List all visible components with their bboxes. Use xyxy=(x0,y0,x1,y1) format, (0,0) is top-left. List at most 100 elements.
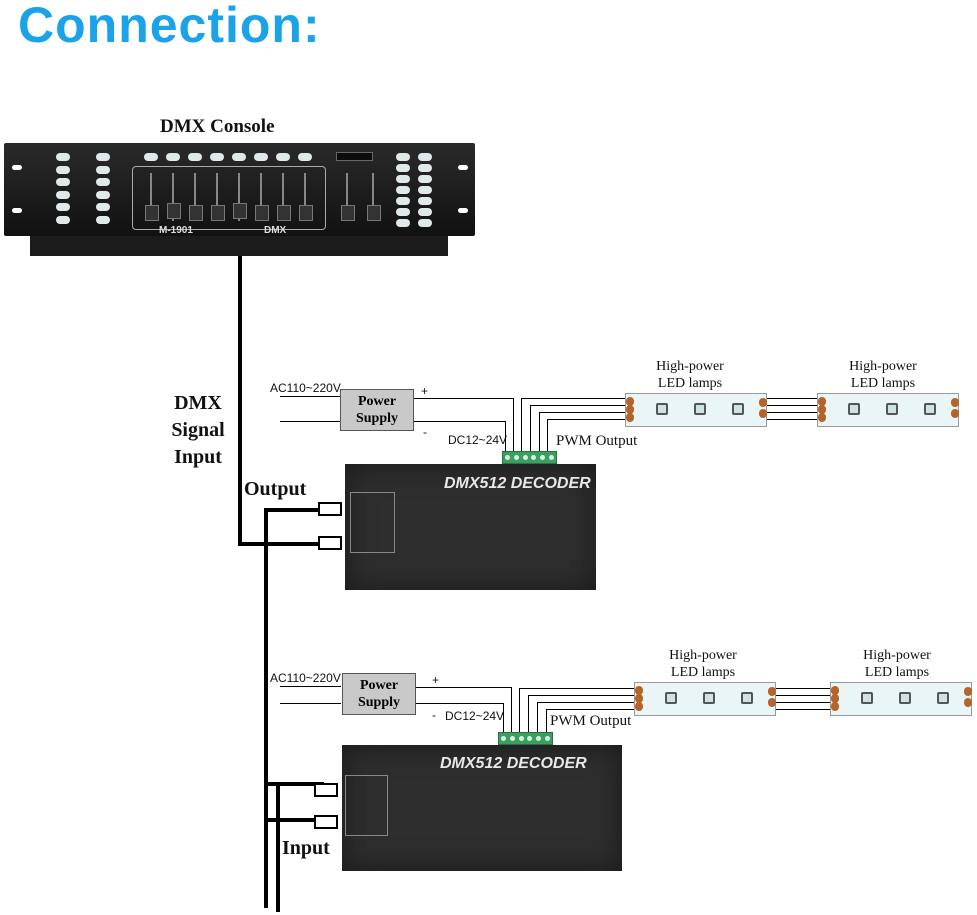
console-button xyxy=(56,165,70,174)
console-button xyxy=(418,153,432,161)
fader-panel xyxy=(132,166,326,230)
psu-label: Power xyxy=(357,394,397,409)
console-base xyxy=(30,236,448,256)
power-wire xyxy=(416,687,512,688)
power-wire xyxy=(503,703,504,733)
console-button xyxy=(418,164,432,172)
power-supply: Power Supply xyxy=(342,673,416,715)
console-button xyxy=(232,153,246,161)
console-button xyxy=(210,153,224,161)
fader-cap xyxy=(189,205,203,221)
led-strip xyxy=(817,393,959,427)
strip-wire xyxy=(776,695,830,696)
power-wire xyxy=(416,703,504,704)
dmx512-decoder xyxy=(345,464,596,590)
rj45-panel xyxy=(350,492,395,553)
console-button xyxy=(144,153,158,161)
console-button xyxy=(96,153,110,161)
console-button xyxy=(276,153,290,161)
rack-hole xyxy=(458,165,468,170)
ac-wire xyxy=(280,396,341,397)
terminal-block xyxy=(498,732,553,745)
fader-track xyxy=(304,173,306,221)
rack-hole xyxy=(458,208,468,213)
rj45-plug xyxy=(318,502,342,516)
lamp-label-line: LED lamps xyxy=(864,665,930,680)
lamp-label-line: LED lamps xyxy=(670,665,736,680)
dmx-cable xyxy=(238,542,322,546)
console-button xyxy=(396,219,410,227)
strip-wire xyxy=(767,398,817,399)
fader-cap xyxy=(233,203,247,219)
console-button xyxy=(56,203,70,211)
strip-wire xyxy=(767,419,817,420)
console-button xyxy=(56,178,70,186)
console-label: DMX Console xyxy=(160,116,275,137)
rj45-plug xyxy=(314,815,338,829)
lamp-label-line: High-power xyxy=(849,359,917,374)
console-button xyxy=(396,153,410,161)
console-model-suffix: DMX xyxy=(264,225,287,236)
minus-sign: - xyxy=(432,708,436,722)
rj45-plug xyxy=(314,783,338,797)
lamp-label-line: High-power xyxy=(656,359,724,374)
fader-cap xyxy=(341,205,355,221)
output-label: Output xyxy=(244,478,307,500)
rj45-panel xyxy=(345,775,388,836)
pwm-wire xyxy=(528,695,634,696)
dmx-cable xyxy=(264,782,324,786)
console-button xyxy=(418,197,432,205)
lamp-label-line: High-power xyxy=(863,648,931,663)
console-button xyxy=(418,186,432,194)
decoder-label: DMX512 DECODER xyxy=(440,755,587,772)
pwm-wire xyxy=(547,419,629,420)
console-button xyxy=(396,186,410,194)
pwm-wire xyxy=(528,695,529,733)
fader-track xyxy=(150,173,152,221)
dmx-cable xyxy=(276,782,280,912)
psu-label: Supply xyxy=(355,411,399,426)
fader-track xyxy=(346,173,348,221)
pwm-wire xyxy=(530,405,531,452)
pwm-wire xyxy=(519,688,520,733)
console-button xyxy=(418,175,432,183)
power-wire xyxy=(513,398,514,452)
console-button xyxy=(96,190,110,199)
rj45-plug xyxy=(318,536,342,550)
fader-cap xyxy=(145,205,159,221)
psu-label: Power xyxy=(359,678,399,693)
ac-wire xyxy=(280,421,341,422)
console-button xyxy=(96,165,110,174)
console-button xyxy=(418,208,432,216)
fader-track xyxy=(260,173,262,221)
console-button xyxy=(396,197,410,205)
fader-cap xyxy=(167,203,181,219)
ac-wire xyxy=(280,703,341,704)
dc-label: DC12~24V xyxy=(448,433,508,447)
plus-sign: + xyxy=(421,384,429,398)
pwm-wire xyxy=(530,405,629,406)
pwm-wire xyxy=(521,398,522,452)
console-button xyxy=(96,203,110,211)
console-button xyxy=(396,208,410,216)
dmx-signal-input-label: DMX Signal Input xyxy=(165,390,231,471)
lamp-label-line: High-power xyxy=(669,648,737,663)
pwm-wire xyxy=(537,702,538,733)
rack-hole xyxy=(12,208,22,213)
led-strip xyxy=(625,393,767,427)
fader-cap xyxy=(367,205,381,221)
signal-label-line: Input xyxy=(174,446,222,468)
pwm-wire xyxy=(547,419,548,452)
power-wire xyxy=(505,421,506,452)
console-button xyxy=(166,153,180,161)
terminal-block xyxy=(502,451,557,464)
signal-label-line: Signal xyxy=(171,419,225,441)
console-button xyxy=(56,215,70,224)
fader-cap xyxy=(299,205,313,221)
ac-wire xyxy=(280,686,341,687)
console-button xyxy=(298,153,312,161)
console-button xyxy=(96,215,110,224)
console-button xyxy=(96,178,110,186)
fader-cap xyxy=(255,205,269,221)
psu-label: Supply xyxy=(357,695,401,710)
